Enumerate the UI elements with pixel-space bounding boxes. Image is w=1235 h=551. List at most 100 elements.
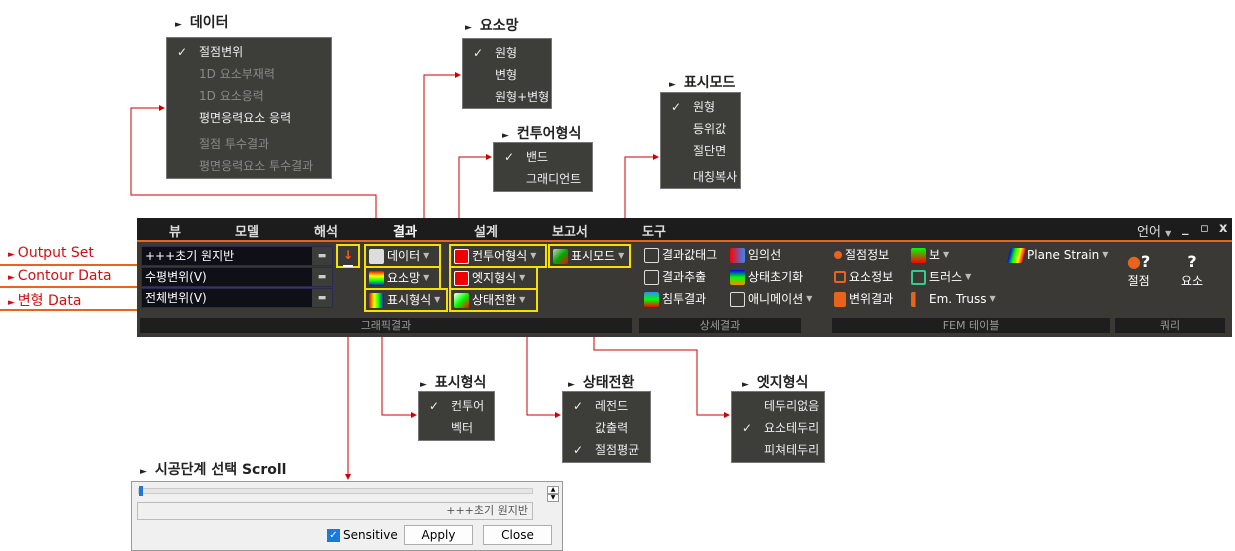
display-type-icon [369, 292, 384, 308]
tab-bar: 뷰 모델 해석 결과 설계 보고서 도구 언어 ▼ _ ▫ x [137, 218, 1232, 242]
checkbox-checked-icon: ✓ [327, 528, 340, 542]
menu-item[interactable]: ✓레전드 [573, 399, 629, 413]
menu-item[interactable]: 대칭복사 [693, 170, 738, 184]
language-dropdown[interactable]: 언어 ▼ [1137, 225, 1172, 240]
arbitrary-line-button[interactable]: 임의선 [730, 245, 781, 265]
minimize-button[interactable]: _ [1182, 221, 1189, 236]
tab-result[interactable]: 결과 [393, 225, 417, 240]
node-table-icon [834, 251, 842, 259]
slider-thumb[interactable] [139, 486, 143, 496]
state-icon [454, 292, 469, 308]
contour-menu-title: ►컨투어형식 [502, 126, 582, 142]
group-label-graphic: 그래픽결과 [140, 318, 632, 333]
menu-item[interactable]: ✓원형 [671, 100, 716, 114]
menu-item[interactable]: ✓밴드 [504, 150, 549, 164]
mesh-icon [369, 270, 384, 286]
result-tag-button[interactable]: 결과값태그 [644, 245, 717, 265]
label-output-set: ► Output Set [8, 245, 94, 261]
mesh-button[interactable]: 요소망▼ [364, 266, 441, 290]
tab-tools[interactable]: 도구 [642, 225, 666, 240]
em-truss-button[interactable]: Em. Truss▼ [911, 289, 996, 309]
beam-button[interactable]: 보▼ [911, 245, 949, 265]
node-info-button[interactable]: 절점정보 [834, 245, 889, 265]
contour-data-select[interactable]: 수평변위(V)▬ [141, 267, 333, 287]
display-type-menu-title: ►표시형식 [420, 375, 487, 391]
deform-data-select[interactable]: 전체변위(V)▬ [141, 288, 333, 308]
output-set-select[interactable]: +++초기 원지반▬ [141, 246, 333, 266]
animation-button[interactable]: 애니메이션▼ [730, 289, 812, 309]
menu-item[interactable]: 원형+변형 [495, 90, 550, 104]
query-node-button[interactable]: ●?절점 [1127, 252, 1151, 289]
scroll-title: ►시공단계 선택 Scroll [140, 462, 287, 478]
plane-strain-icon [1006, 247, 1027, 263]
beam-icon [911, 247, 926, 263]
tab-analysis[interactable]: 해석 [314, 225, 338, 240]
label-deform-data: ► 변형 Data [8, 293, 82, 309]
query-element-button[interactable]: ?요소 [1181, 252, 1204, 289]
element-info-button[interactable]: 요소정보 [834, 267, 893, 287]
close-dialog-button[interactable]: Close [483, 525, 552, 545]
spin-down-button[interactable]: ▼ [547, 494, 559, 502]
menu-item[interactable]: ✓절점변위 [177, 45, 244, 59]
contour-menu: ✓밴드 그래디언트 [493, 142, 593, 192]
menu-item[interactable]: 평면응력요소 응력 [199, 111, 292, 125]
close-button[interactable]: x [1219, 221, 1228, 236]
display-mode-icon [553, 248, 568, 264]
tab-report[interactable]: 보고서 [552, 225, 588, 240]
line-icon [730, 247, 745, 263]
tab-model[interactable]: 모델 [235, 225, 259, 240]
group-label-detail: 상세결과 [639, 318, 801, 333]
scroll-toggle-button[interactable]: ↓ [336, 244, 360, 268]
data-button[interactable]: 데이터▼ [364, 244, 441, 268]
menu-item[interactable]: 값출력 [595, 421, 629, 435]
state-toggle-button[interactable]: 상태전환▼ [449, 288, 538, 312]
menu-item: 평면응력요소 투수결과 [199, 159, 314, 173]
data-menu: ✓절점변위 1D 요소부재력 1D 요소응력 평면응력요소 응력 절점 투수결과… [166, 37, 332, 179]
contour-type-button[interactable]: 컨투어형식▼ [449, 244, 547, 268]
restore-button[interactable]: ▫ [1200, 221, 1209, 236]
em-truss-icon [911, 291, 926, 307]
menu-item[interactable]: ✓컨투어 [429, 399, 485, 413]
display-mode-button[interactable]: 표시모드▼ [548, 244, 631, 268]
edge-type-button[interactable]: 엣지형식▼ [449, 266, 538, 290]
menu-item[interactable]: 절단면 [693, 144, 727, 158]
plane-strain-button[interactable]: Plane Strain▼ [1006, 245, 1108, 265]
menu-item[interactable]: 변형 [495, 68, 518, 82]
menu-item[interactable]: ✓절점평균 [573, 443, 640, 457]
edge-menu: 테두리없음 ✓요소테두리 피쳐테두리 [731, 391, 825, 463]
display-type-button[interactable]: 표시형식▼ [364, 288, 448, 312]
stage-name-field: +++초기 원지반 [137, 502, 533, 520]
result-extract-button[interactable]: 결과추출 [644, 267, 706, 287]
tab-view[interactable]: 뷰 [169, 225, 181, 240]
data-menu-title: ►데이터 [175, 15, 229, 31]
displacement-result-button[interactable]: 변위결과 [834, 289, 893, 309]
node-query-icon: ●? [1127, 252, 1151, 271]
reset-icon [730, 269, 745, 285]
seepage-result-button[interactable]: 침투결과 [644, 289, 706, 309]
extract-icon [644, 269, 659, 285]
truss-button[interactable]: 트러스▼ [911, 267, 971, 287]
menu-item[interactable]: 등위값 [693, 122, 727, 136]
contour-icon [454, 248, 469, 264]
ribbon-toolbar: 뷰 모델 해석 결과 설계 보고서 도구 언어 ▼ _ ▫ x +++초기 원지… [137, 218, 1232, 337]
group-label-fem: FEM 테이블 [832, 318, 1110, 333]
menu-item: 1D 요소부재력 [199, 67, 275, 81]
displacement-table-icon [834, 291, 846, 307]
menu-item[interactable]: ✓원형 [473, 46, 518, 60]
state-menu-title: ►상태전환 [568, 375, 635, 391]
menu-item[interactable]: 테두리없음 [764, 399, 820, 413]
display-type-menu: ✓컨투어 벡터 [418, 391, 495, 441]
stage-slider[interactable] [138, 486, 533, 496]
spin-up-button[interactable]: ▲ [547, 486, 559, 494]
menu-item[interactable]: 피쳐테두리 [764, 443, 820, 457]
data-icon [369, 248, 384, 264]
menu-item[interactable]: 그래디언트 [526, 172, 582, 186]
display-mode-menu-title: ►표시모드 [669, 75, 736, 91]
sensitive-checkbox[interactable]: ✓Sensitive [327, 528, 398, 542]
tab-design[interactable]: 설계 [474, 225, 498, 240]
seepage-icon [644, 291, 659, 307]
menu-item[interactable]: 벡터 [451, 421, 474, 435]
state-reset-button[interactable]: 상태초기화 [730, 267, 803, 287]
apply-button[interactable]: Apply [404, 525, 473, 545]
menu-item[interactable]: ✓요소테두리 [742, 421, 820, 435]
